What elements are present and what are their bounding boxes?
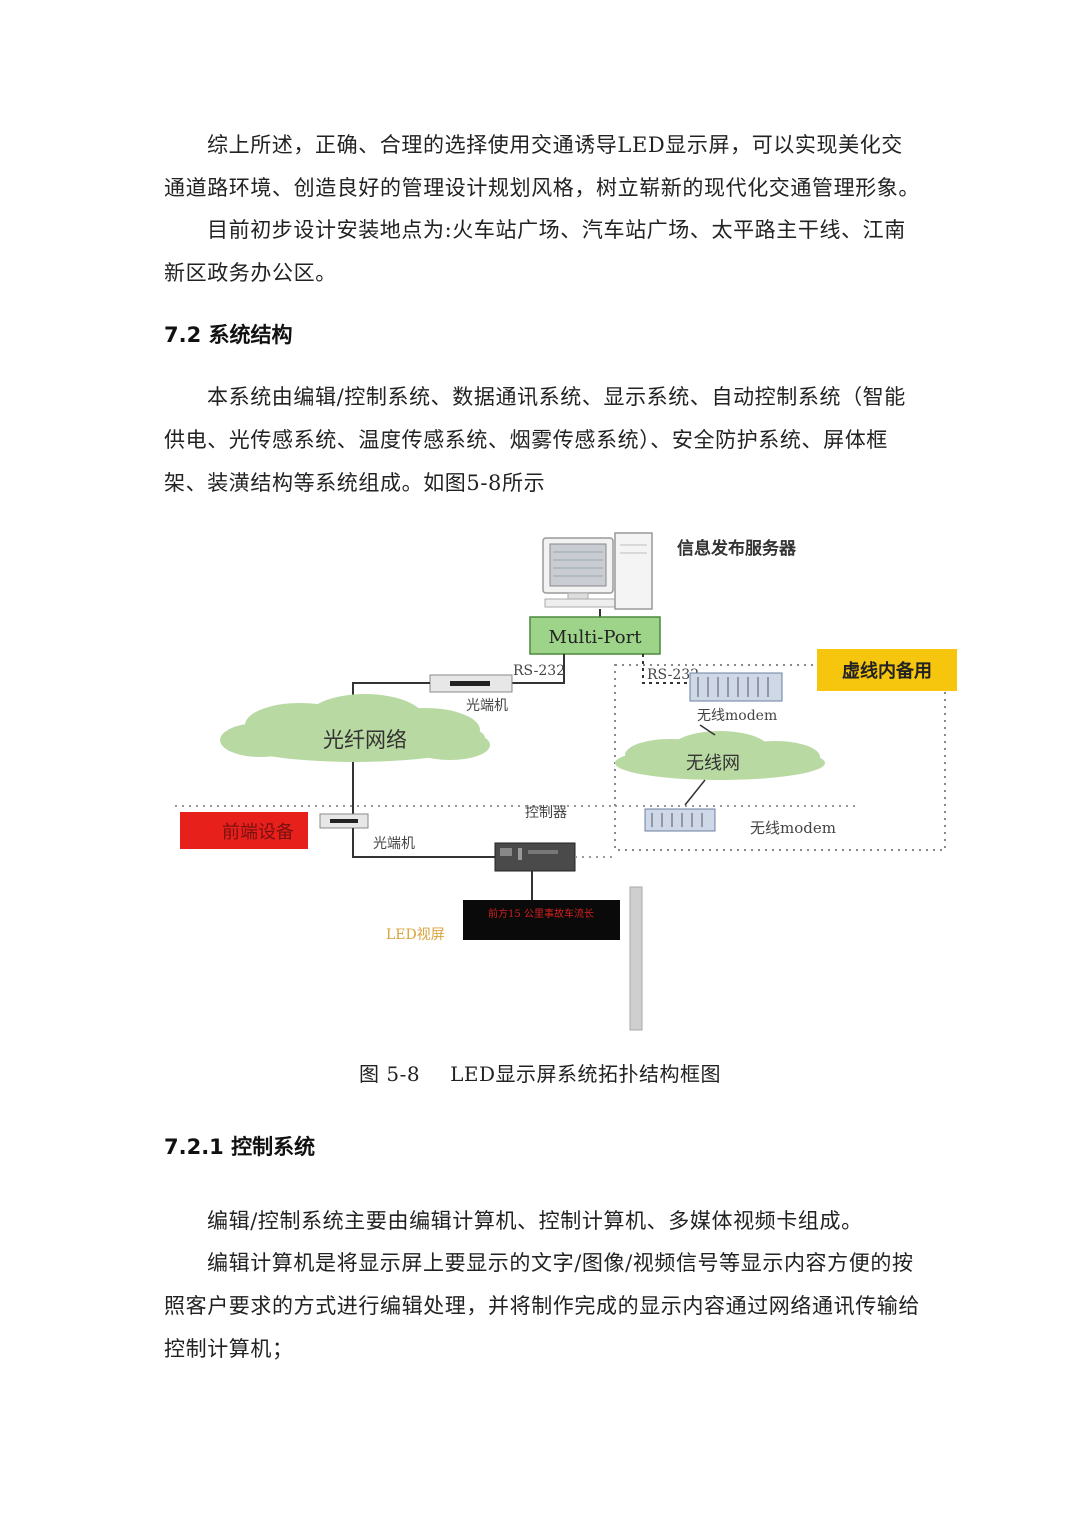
paragraph-editing-system: 编辑/控制系统主要由编辑计算机、控制计算机、多媒体视频卡组成。	[164, 1200, 920, 1243]
wireless-network-cloud	[615, 731, 825, 780]
fiber-network-cloud	[220, 694, 490, 762]
paragraph-summary: 综上所述，正确、合理的选择使用交通诱导LED显示屏，可以实现美化交通道路环境、创…	[164, 124, 920, 210]
paragraph-locations-text: 目前初步设计安装地点为:火车站广场、汽车站广场、太平路主干线、江南新区政务办公区…	[164, 218, 906, 285]
led-screen	[463, 900, 620, 940]
led-screen-text: 前方15 公里事故车流长	[488, 907, 594, 920]
optical-terminal-top-icon	[429, 674, 513, 693]
wireless-modem-top-label: 无线modem	[697, 708, 777, 724]
topology-diagram: 信息发布服务器 Multi-Port RS-232 RS-232 光端机 光纤网…	[160, 525, 960, 1040]
rs232-left-label: RS-232	[513, 663, 565, 679]
server-computer-icon	[542, 532, 653, 610]
multiport-to-optical-line	[512, 654, 565, 684]
paragraph-system-composition-text: 本系统由编辑/控制系统、数据通讯系统、显示系统、自动控制系统（智能供电、光传感系…	[164, 385, 906, 495]
led-pole	[629, 886, 643, 1031]
frontend-badge	[180, 812, 308, 849]
led-screen-label: LED视屏	[386, 927, 445, 943]
optical-to-controller-line	[352, 828, 495, 858]
paragraph-editing-system-text: 编辑/控制系统主要由编辑计算机、控制计算机、多媒体视频卡组成。	[207, 1209, 863, 1233]
modem-top-link	[699, 724, 716, 736]
figure-caption: 图 5-8 LED显示屏系统拓扑结构框图	[0, 1058, 1080, 1087]
wireless-modem-top-icon	[689, 672, 783, 702]
paragraph-editing-computer: 编辑计算机是将显示屏上要显示的文字/图像/视频信号等显示内容方便的按照客户要求的…	[164, 1242, 920, 1371]
optical-terminal-top-label: 光端机	[466, 698, 508, 714]
optical-terminal-bottom-icon	[319, 813, 369, 829]
figure-caption-number: 图 5-8	[359, 1062, 421, 1086]
controller-device-icon	[494, 842, 576, 872]
wireless-network-label: 无线网	[686, 753, 740, 774]
backup-badge	[817, 649, 957, 691]
frontend-label: 前端设备	[222, 822, 294, 843]
wireless-modem-bottom-label: 无线modem	[750, 819, 836, 837]
multiport-box	[529, 616, 661, 655]
backup-region-border	[614, 664, 946, 851]
backup-label: 虚线内备用	[842, 660, 932, 682]
controller-label: 控制器	[525, 805, 567, 821]
fiber-network-label: 光纤网络	[323, 728, 407, 752]
optical-terminal-bottom-label: 光端机	[373, 836, 415, 852]
figure-caption-title: LED显示屏系统拓扑结构框图	[450, 1062, 721, 1086]
wireless-modem-bottom-icon	[644, 808, 716, 832]
rs232-right-label: RS-232	[647, 667, 699, 683]
paragraph-system-composition: 本系统由编辑/控制系统、数据通讯系统、显示系统、自动控制系统（智能供电、光传感系…	[164, 376, 920, 505]
modem-bottom-link	[684, 779, 706, 806]
multiport-label: Multi-Port	[549, 627, 643, 648]
paragraph-editing-computer-text: 编辑计算机是将显示屏上要显示的文字/图像/视频信号等显示内容方便的按照客户要求的…	[164, 1251, 920, 1361]
section-heading-control-system: 7.2.1 控制系统	[164, 1135, 316, 1159]
paragraph-summary-text: 综上所述，正确、合理的选择使用交通诱导LED显示屏，可以实现美化交通道路环境、创…	[164, 133, 920, 200]
paragraph-locations: 目前初步设计安装地点为:火车站广场、汽车站广场、太平路主干线、江南新区政务办公区…	[164, 209, 920, 295]
section-heading-system-structure: 7.2 系统结构	[164, 323, 293, 347]
multiport-to-modem-line	[642, 654, 690, 684]
server-label: 信息发布服务器	[677, 538, 797, 559]
